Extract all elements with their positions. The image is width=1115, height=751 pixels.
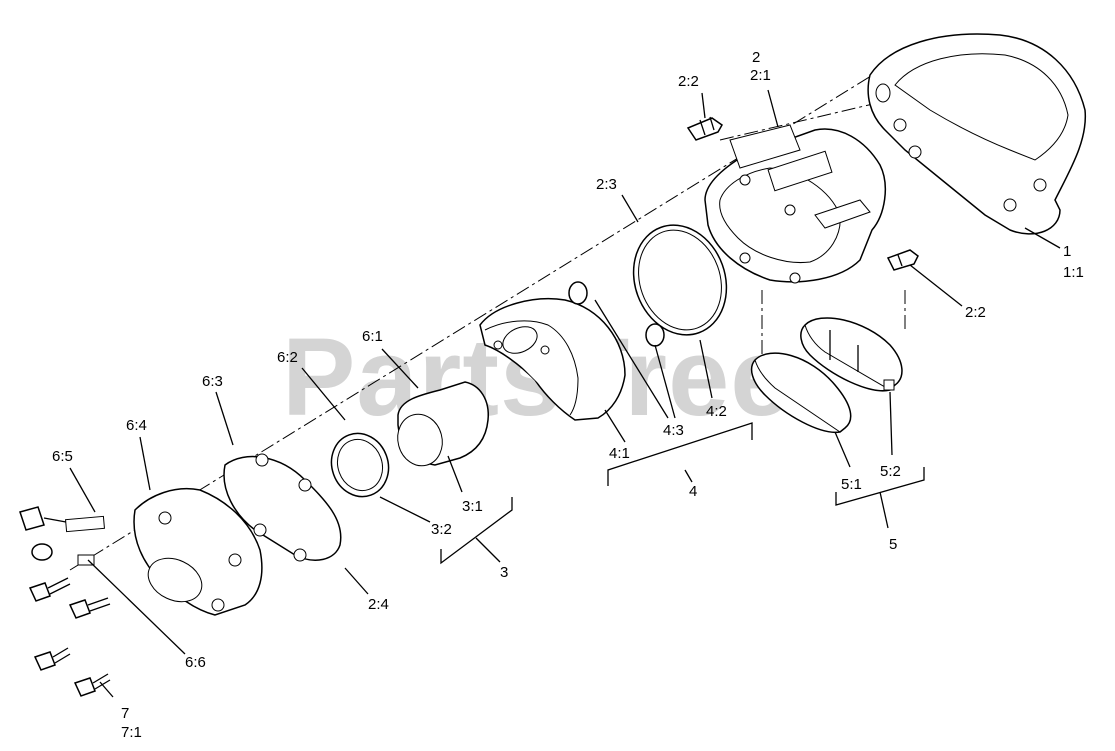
leader-2-3 [621, 194, 639, 223]
part-6-5-fitting[interactable] [19, 506, 105, 533]
leader-5-1 [834, 431, 851, 468]
part-4-3-small-ring-top[interactable] [568, 281, 588, 305]
label-3: 3 [500, 564, 508, 581]
label-4-3: 4:3 [663, 422, 684, 439]
part-2-2-clip-top[interactable] [686, 116, 723, 141]
label-3-1: 3:1 [462, 498, 483, 515]
label-5-2: 5:2 [880, 463, 901, 480]
leader-6-4 [139, 436, 151, 491]
leader-6-3 [215, 391, 234, 446]
bracket-3-stem [475, 537, 501, 563]
part-5-2-shoe[interactable] [800, 317, 903, 392]
part-2-3-o-ring[interactable] [619, 212, 742, 348]
leader-2-2-top [701, 92, 706, 119]
part-1-cover[interactable] [867, 33, 1087, 235]
part-4-3-small-ring-bottom[interactable] [645, 323, 665, 347]
bracket-4-stem [684, 469, 693, 483]
leader-5-2 [889, 391, 893, 456]
bracket-group-3 [440, 497, 513, 565]
part-2-1-housing[interactable] [704, 124, 887, 284]
part-4-1-sleeve[interactable] [479, 298, 626, 421]
label-4-1: 4:1 [609, 445, 630, 462]
label-5: 5 [889, 536, 897, 553]
part-7-screws[interactable] [28, 577, 111, 697]
part-6-4-end-cap[interactable] [133, 488, 263, 616]
label-4: 4 [689, 483, 697, 500]
leader-2-2-right [909, 264, 963, 307]
part-6-6-plug[interactable] [31, 543, 95, 566]
label-6-6: 6:6 [185, 654, 206, 671]
label-4-2: 4:2 [706, 403, 727, 420]
leader-1 [1024, 227, 1061, 249]
leader-4-3-a [594, 299, 669, 419]
leader-6-1 [381, 348, 419, 389]
leader-2-1 [767, 89, 779, 128]
upper-axis-line [719, 99, 891, 141]
label-2-2-top: 2:2 [678, 73, 699, 90]
label-6-4: 6:4 [126, 417, 147, 434]
label-2-3: 2:3 [596, 176, 617, 193]
label-3-2: 3:2 [431, 521, 452, 538]
leader-6-2 [301, 367, 346, 421]
label-6-5: 6:5 [52, 448, 73, 465]
label-2-4: 2:4 [368, 596, 389, 613]
label-7: 7 [121, 705, 129, 722]
label-6-2: 6:2 [277, 349, 298, 366]
label-6-3: 6:3 [202, 373, 223, 390]
leader-2-4 [344, 567, 369, 595]
part-6-1-cylinder[interactable] [392, 381, 489, 471]
assembly-axis-line [69, 54, 906, 571]
label-5-1: 5:1 [841, 476, 862, 493]
leader-3-1 [447, 455, 463, 493]
label-2-2-right: 2:2 [965, 304, 986, 321]
label-1-1: 1:1 [1063, 264, 1084, 281]
label-1: 1 [1063, 243, 1071, 260]
leader-3-2 [379, 496, 431, 523]
leader-4-1 [604, 409, 626, 443]
leader-6-5 [69, 467, 96, 513]
bracket-group-4 [607, 422, 753, 486]
leader-4-3-b [654, 344, 676, 419]
part-6-2-ring[interactable] [323, 425, 398, 504]
part-6-3-gasket[interactable] [223, 453, 342, 562]
bracket-5-stem [879, 491, 889, 529]
part-5-1-shoe[interactable] [750, 330, 859, 433]
label-6-1: 6:1 [362, 328, 383, 345]
label-7-1: 7:1 [121, 724, 142, 741]
label-2-1: 2:1 [750, 67, 771, 84]
leader-6-6 [87, 559, 186, 655]
leader-7 [99, 681, 114, 698]
leader-4-2 [699, 339, 713, 399]
label-2: 2 [752, 49, 760, 66]
